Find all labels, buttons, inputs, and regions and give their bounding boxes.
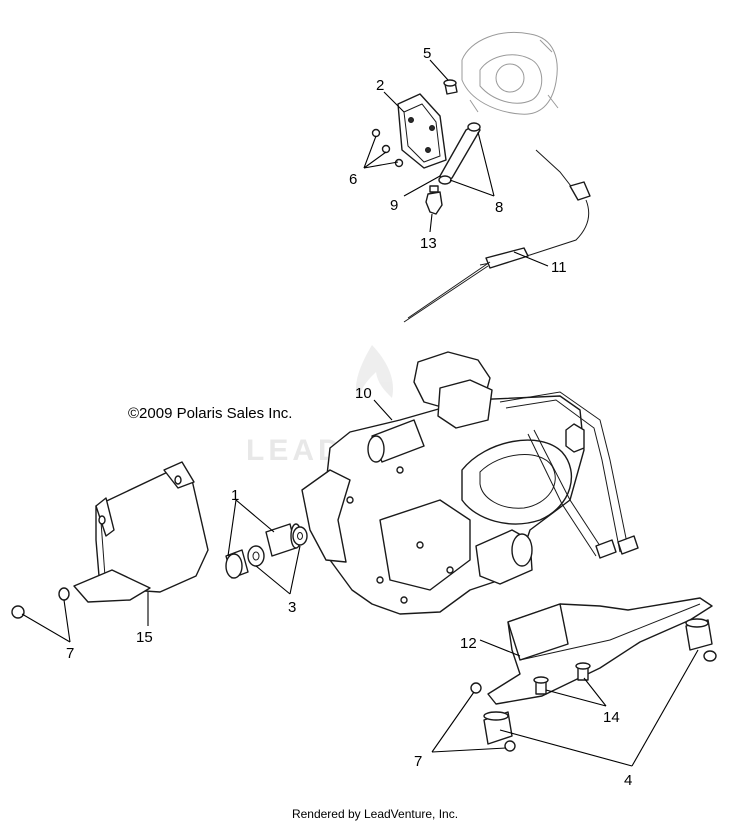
part-5-plug [443, 79, 458, 95]
callout-7-right: 7 [414, 753, 422, 770]
part-2-cover [397, 93, 447, 169]
part-14-bolts [533, 662, 591, 695]
callout-14: 14 [603, 709, 620, 726]
callout-9: 9 [390, 197, 398, 214]
callout-13: 13 [420, 235, 437, 252]
leader-lines [21, 59, 699, 767]
part-9-hose [439, 123, 481, 183]
callout-2: 2 [376, 77, 384, 94]
part-6-screws [371, 128, 404, 168]
engine-assembly [301, 351, 639, 615]
throttle-body-ghost [461, 31, 559, 115]
part-12-bracket [487, 597, 713, 705]
callout-labels: 5 2 6 9 8 13 11 10 1 3 15 7 12 14 7 4 [66, 45, 632, 789]
callout-15: 15 [136, 629, 153, 646]
footer-credit: Rendered by LeadVenture, Inc. [292, 807, 458, 821]
callout-1: 1 [231, 487, 239, 504]
callout-10: 10 [355, 385, 372, 402]
part-8-clamps [438, 122, 481, 185]
callout-5: 5 [423, 45, 431, 62]
callout-7-left: 7 [66, 645, 74, 662]
copyright-text: ©2009 Polaris Sales Inc. [128, 405, 292, 422]
part-4-mounts [483, 618, 717, 745]
callout-3: 3 [288, 599, 296, 616]
part-3-washers [247, 526, 308, 567]
callout-12: 12 [460, 635, 477, 652]
callout-6: 6 [349, 171, 357, 188]
callout-4: 4 [624, 772, 632, 789]
callout-11: 11 [551, 259, 567, 276]
part-15-bracket [73, 461, 209, 603]
callout-8: 8 [495, 199, 503, 216]
part-13-fitting [425, 185, 443, 215]
part-7-nuts [11, 587, 516, 752]
